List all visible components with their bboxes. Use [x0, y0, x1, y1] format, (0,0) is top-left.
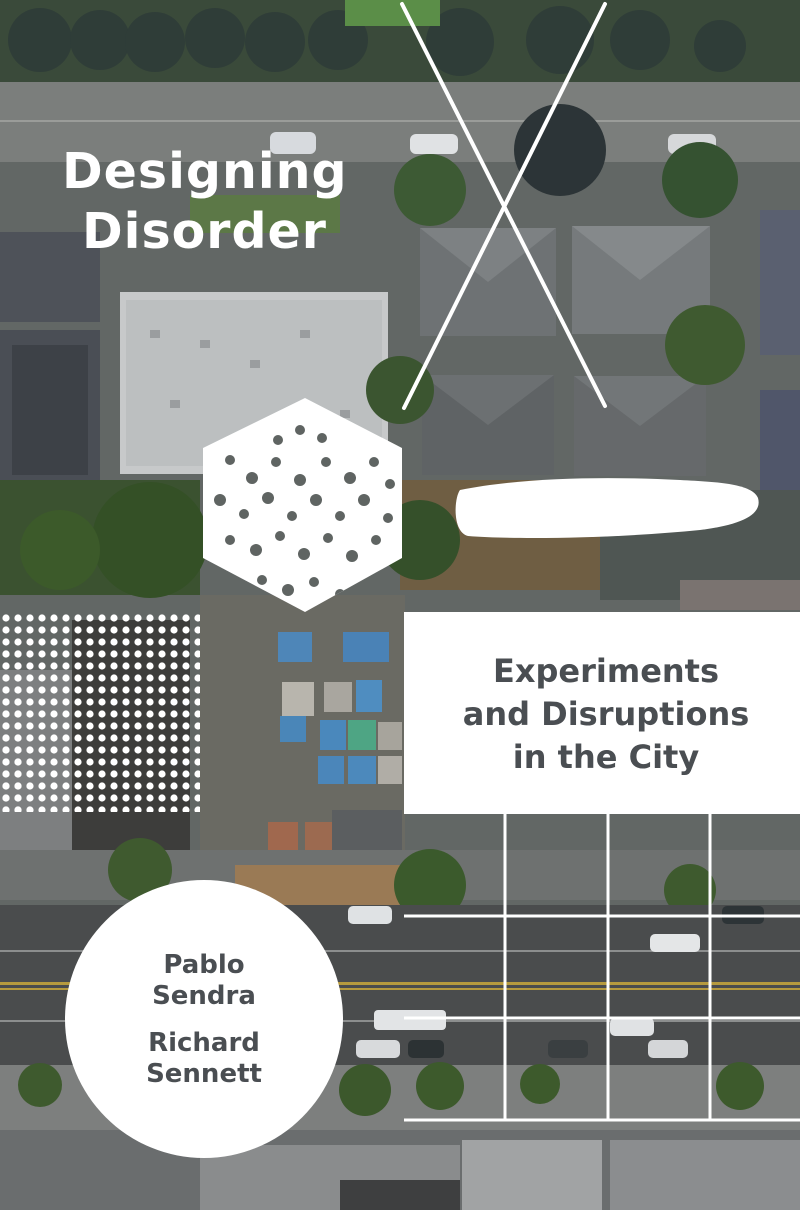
book-title: Designing Disorder — [62, 142, 348, 262]
author-2: Richard Sennett — [65, 1028, 343, 1090]
author-2-last-name: Sennett — [146, 1059, 262, 1089]
author-2-first-name: Richard — [148, 1028, 260, 1058]
title-line-2: Disorder — [82, 203, 327, 260]
x-lines — [400, 2, 607, 410]
brush-stroke — [455, 478, 759, 538]
hexagon-pattern — [203, 398, 402, 612]
subtitle-line-3: in the City — [512, 738, 700, 776]
book-subtitle: Experiments and Disruptions in the City — [446, 650, 766, 779]
subtitle-line-2: and Disruptions — [462, 695, 750, 733]
author-1-first-name: Pablo — [163, 950, 245, 980]
author-1-last-name: Sendra — [152, 981, 256, 1011]
subtitle-panel: Experiments and Disruptions in the City — [404, 612, 800, 814]
authors-circle: Pablo Sendra Richard Sennett — [65, 880, 343, 1158]
title-line-1: Designing — [62, 143, 348, 200]
author-1: Pablo Sendra — [65, 950, 343, 1012]
dot-screen — [0, 612, 200, 812]
grid-lines — [404, 814, 800, 1122]
subtitle-line-1: Experiments — [492, 652, 720, 690]
